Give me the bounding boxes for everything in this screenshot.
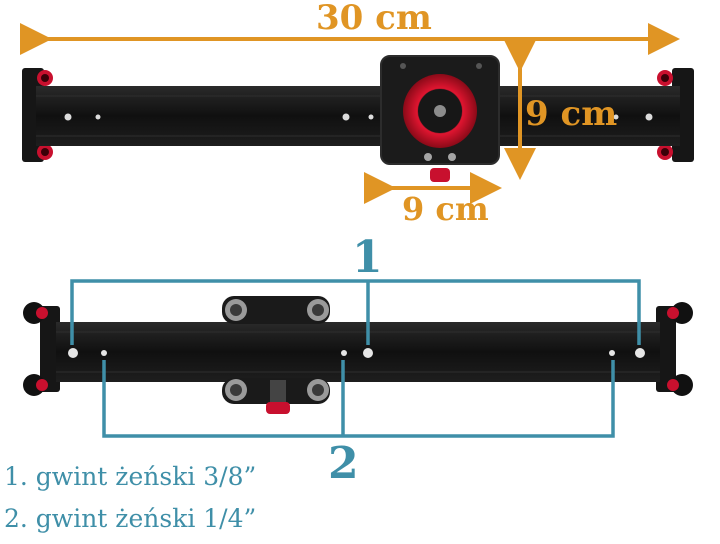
- marker-2-bracket: [102, 360, 615, 438]
- bottom-right-end-cap: [656, 302, 693, 396]
- marker-1-bracket: [70, 279, 641, 345]
- thread-markers: [70, 279, 641, 438]
- bottom-left-end-cap: [23, 302, 60, 396]
- width-dimension-label: 9 cm: [402, 190, 489, 228]
- legend-item-2: 2. gwint żeński 1/4”: [4, 504, 257, 533]
- top-slider-view: [22, 55, 694, 182]
- bottom-rail-holes: [68, 348, 645, 358]
- marker-1-label: 1: [352, 232, 383, 283]
- bottom-slider-view: [23, 296, 693, 414]
- legend-item-1: 1. gwint żeński 3/8”: [4, 462, 257, 491]
- top-rail-holes: [64, 113, 653, 121]
- length-dimension-label: 30 cm: [316, 0, 432, 38]
- bottom-carriage: [222, 296, 330, 414]
- top-carriage: [380, 55, 500, 182]
- marker-2-label: 2: [328, 438, 359, 489]
- bottom-rail: [56, 322, 660, 382]
- height-dimension-label: 9 cm: [525, 94, 618, 134]
- dimension-arrows: [20, 23, 680, 204]
